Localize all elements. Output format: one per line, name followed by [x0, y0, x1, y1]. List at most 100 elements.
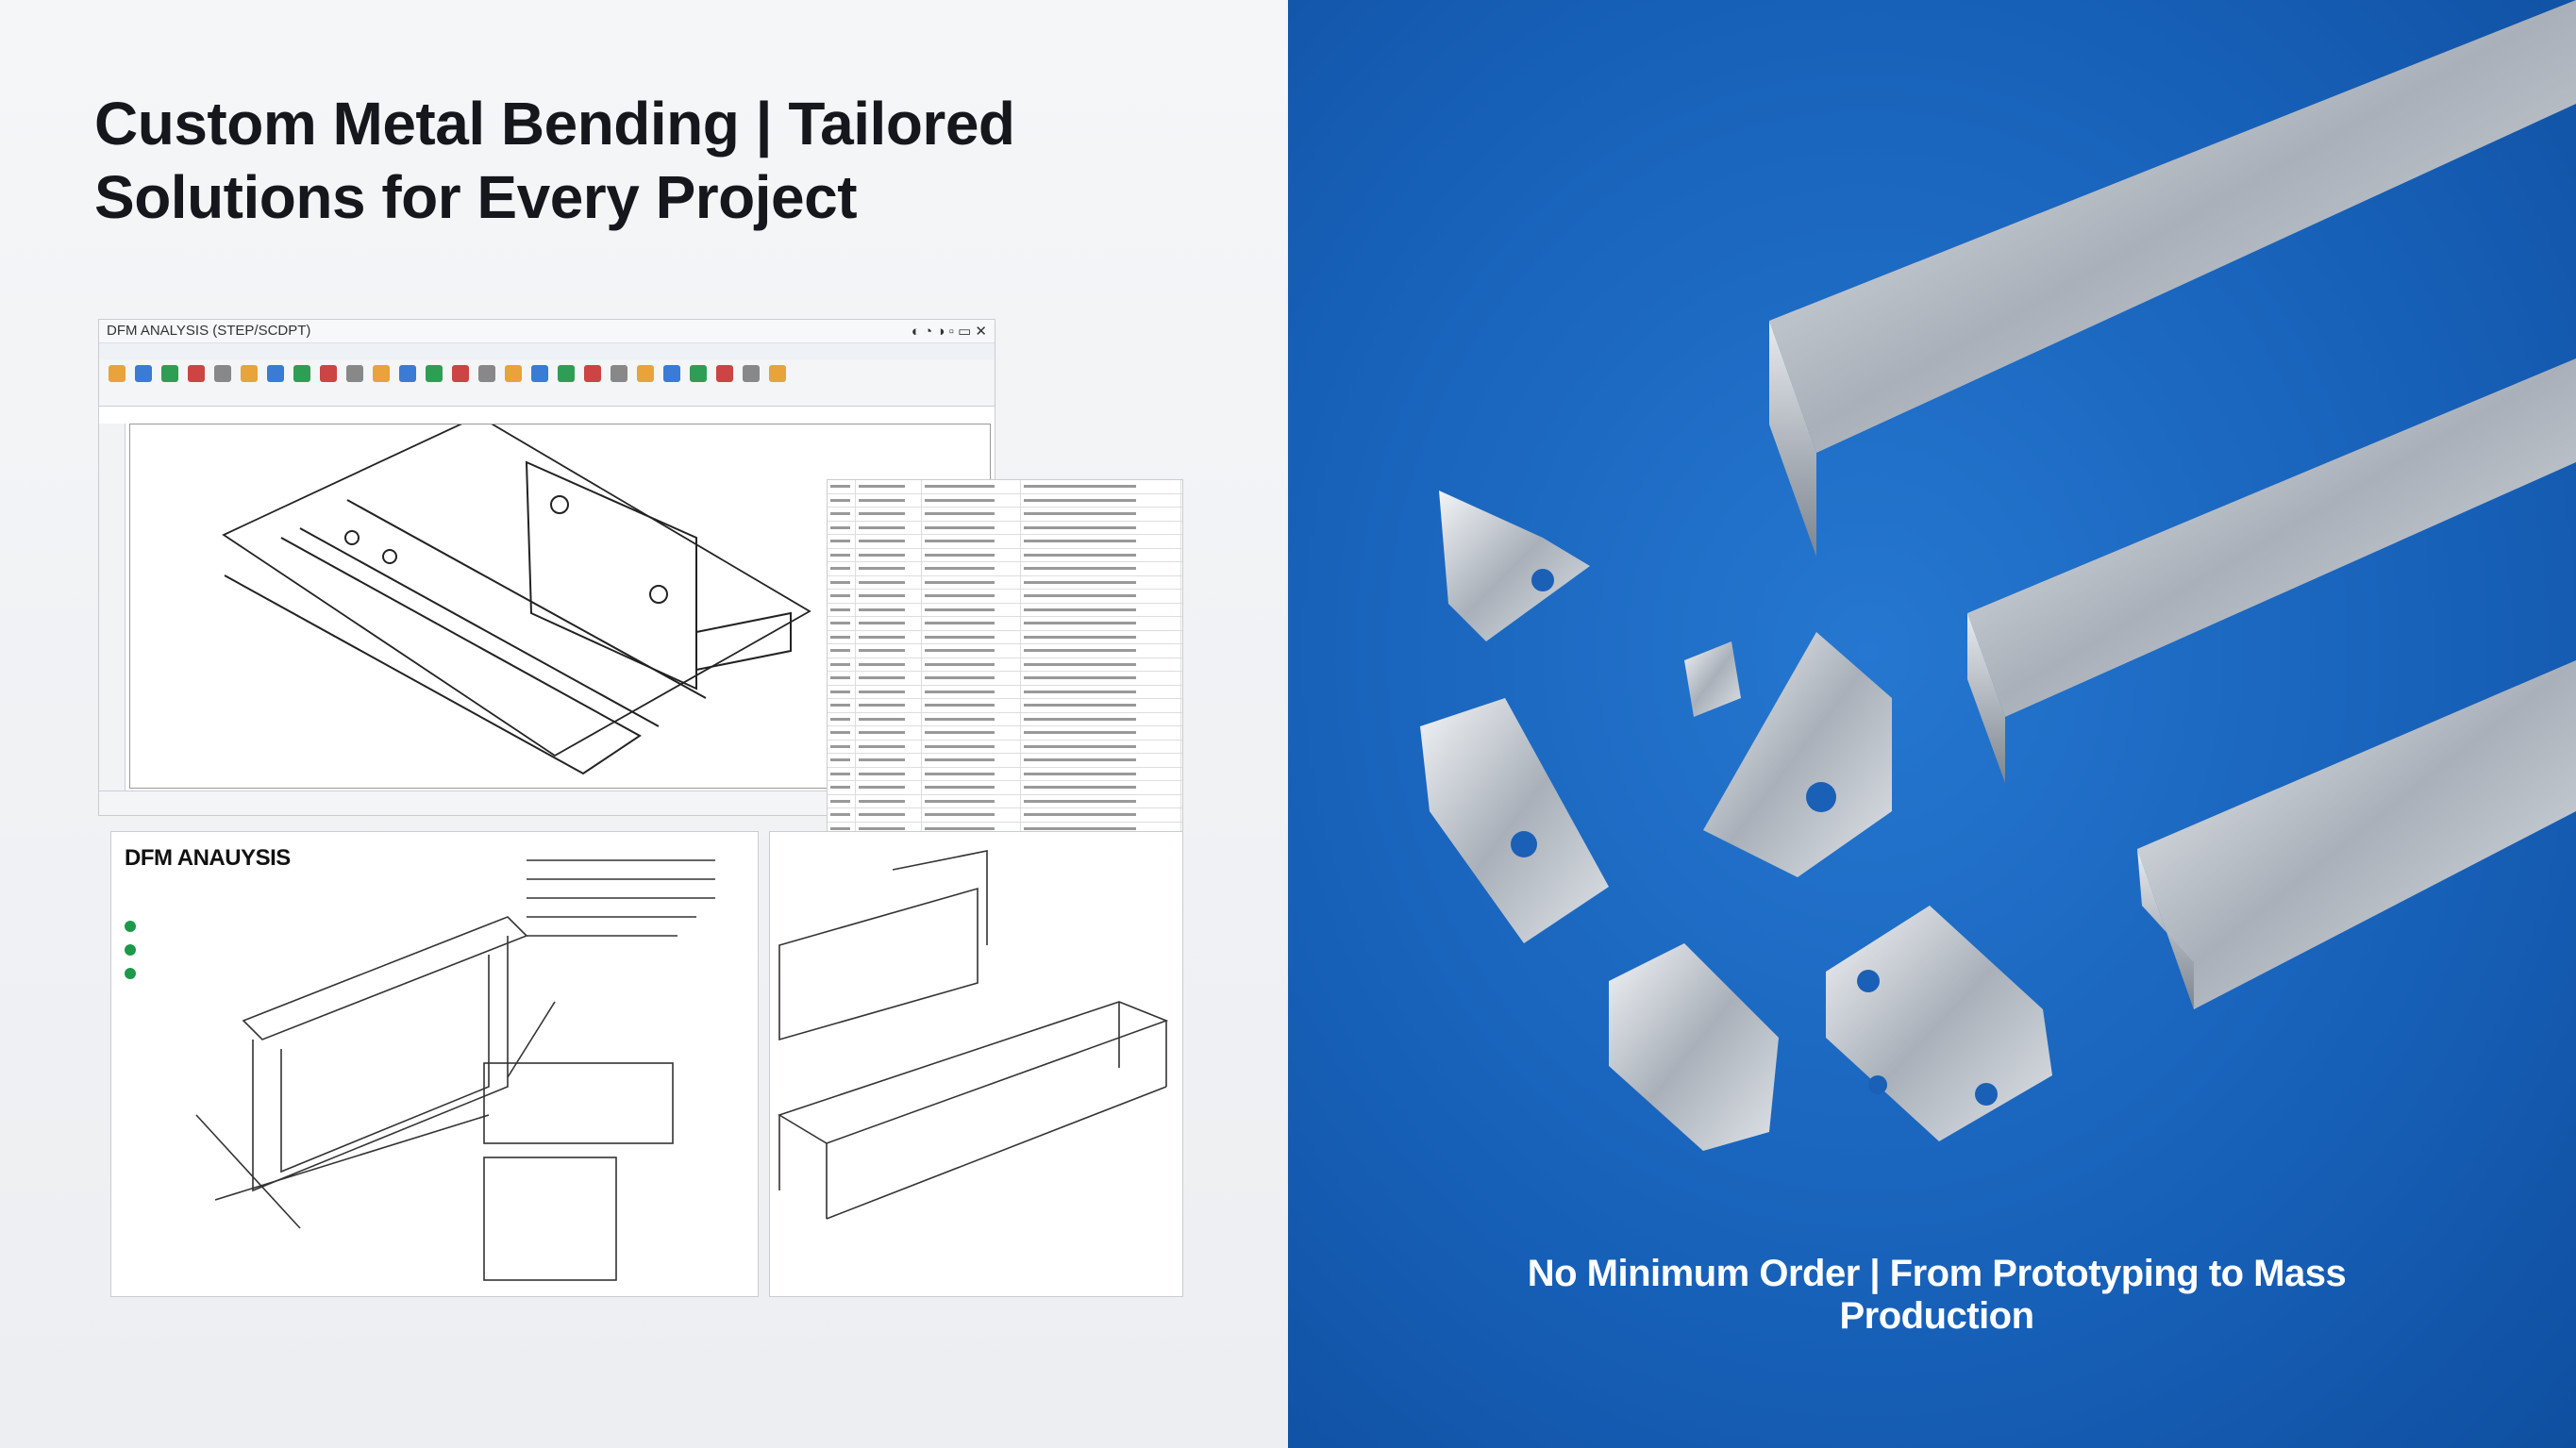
table-row	[828, 726, 1182, 741]
table-cell	[828, 535, 856, 548]
table-cell	[828, 493, 856, 507]
table-row	[828, 575, 1182, 590]
table-row	[828, 548, 1182, 562]
toolbar-tool-icon[interactable]	[478, 365, 495, 382]
toolbar-tool-icon[interactable]	[584, 365, 601, 382]
table-cell	[828, 822, 856, 835]
left-panel: Custom Metal Bending | Tailored Solution…	[0, 0, 1288, 1448]
table-cell	[828, 521, 856, 534]
assembly-drawing-panel	[769, 831, 1183, 1297]
toolbar-tool-icon[interactable]	[293, 365, 310, 382]
toolbar-tool-icon[interactable]	[505, 365, 522, 382]
table-row	[828, 535, 1182, 549]
dfm-drawing	[125, 859, 715, 1281]
toolbar-tool-icon[interactable]	[663, 365, 680, 382]
small-brackets	[1420, 491, 2052, 1151]
table-row	[828, 657, 1182, 672]
toolbar-tool-icon[interactable]	[373, 365, 390, 382]
table-cell	[828, 767, 856, 780]
table-cell	[856, 657, 922, 671]
table-cell	[828, 657, 856, 671]
cad-window-title: DFM ANALYSIS (STEP/SCDPT)	[107, 323, 311, 339]
toolbar-tool-icon[interactable]	[267, 365, 284, 382]
table-cell	[922, 590, 1021, 603]
table-cell	[1021, 767, 1181, 780]
table-cell	[1021, 480, 1181, 493]
channel-rails	[1769, 0, 2576, 1009]
toolbar-tool-icon[interactable]	[558, 365, 575, 382]
table-cell	[922, 630, 1021, 643]
toolbar-tool-icon[interactable]	[320, 365, 337, 382]
table-cell	[922, 794, 1021, 807]
table-cell	[922, 521, 1021, 534]
toolbar-tool-icon[interactable]	[452, 365, 469, 382]
toolbar-tool-icon[interactable]	[426, 365, 443, 382]
table-cell	[922, 548, 1021, 561]
toolbar-tool-icon[interactable]	[161, 365, 178, 382]
table-cell	[828, 508, 856, 521]
table-cell	[856, 822, 922, 835]
table-row	[828, 808, 1182, 823]
table-cell	[1021, 562, 1181, 575]
toolbar-tool-icon[interactable]	[611, 365, 627, 382]
toolbar-tool-icon[interactable]	[188, 365, 205, 382]
headline-line-2: Solutions for Every Project	[94, 163, 858, 231]
table-cell	[828, 712, 856, 725]
table-cell	[1021, 754, 1181, 767]
table-cell	[856, 672, 922, 685]
toolbar-tool-icon[interactable]	[690, 365, 707, 382]
table-cell	[922, 603, 1021, 616]
table-cell	[856, 590, 922, 603]
table-row	[828, 699, 1182, 713]
toolbar-tool-icon[interactable]	[637, 365, 654, 382]
table-cell	[922, 740, 1021, 753]
table-cell	[856, 781, 922, 794]
toolbar-tool-icon[interactable]	[531, 365, 548, 382]
table-cell	[856, 644, 922, 657]
table-cell	[856, 521, 922, 534]
toolbar-tool-icon[interactable]	[214, 365, 231, 382]
table-cell	[1021, 726, 1181, 740]
table-cell	[828, 672, 856, 685]
table-row	[828, 603, 1182, 617]
table-cell	[922, 685, 1021, 698]
toolbar-tool-icon[interactable]	[109, 365, 125, 382]
table-cell	[922, 508, 1021, 521]
table-row	[828, 562, 1182, 576]
table-cell	[828, 590, 856, 603]
table-cell	[1021, 794, 1181, 807]
table-cell	[856, 740, 922, 753]
table-cell	[856, 794, 922, 807]
table-cell	[1021, 808, 1181, 822]
table-cell	[922, 726, 1021, 740]
tagline: No Minimum Order | From Prototyping to M…	[1527, 1253, 2347, 1337]
toolbar-tool-icon[interactable]	[716, 365, 733, 382]
window-controls-icon: ◐ ◔ ◑ ▫ ▭ ✕	[911, 324, 987, 340]
table-cell	[856, 726, 922, 740]
toolbar-tool-icon[interactable]	[241, 365, 258, 382]
toolbar-tool-icon[interactable]	[769, 365, 786, 382]
table-cell	[856, 508, 922, 521]
table-cell	[1021, 617, 1181, 630]
toolbar-tool-icon[interactable]	[346, 365, 363, 382]
table-cell	[828, 781, 856, 794]
table-cell	[1021, 672, 1181, 685]
table-cell	[922, 767, 1021, 780]
toolbar-tool-icon[interactable]	[399, 365, 416, 382]
table-cell	[828, 575, 856, 589]
dfm-title: DFM ANAUYSIS	[125, 845, 291, 871]
cad-side-toolbar	[99, 424, 125, 815]
table-cell	[856, 562, 922, 575]
table-cell	[922, 493, 1021, 507]
toolbar-tool-icon[interactable]	[135, 365, 152, 382]
table-cell	[1021, 521, 1181, 534]
cad-ribbon-toolbar	[99, 359, 995, 407]
table-cell	[856, 699, 922, 712]
table-cell	[856, 535, 922, 548]
table-row	[828, 617, 1182, 631]
table-cell	[922, 562, 1021, 575]
table-cell	[922, 644, 1021, 657]
table-cell	[828, 480, 856, 493]
table-cell	[856, 575, 922, 589]
toolbar-tool-icon[interactable]	[743, 365, 760, 382]
